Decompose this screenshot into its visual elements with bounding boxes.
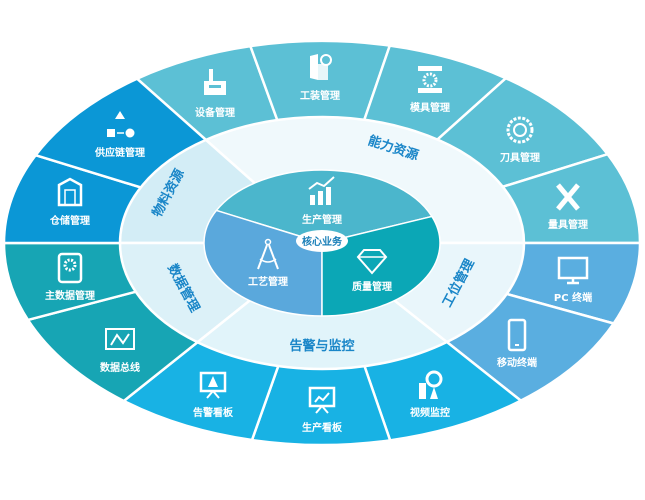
outer-item-label: PC 终端 xyxy=(554,291,592,304)
outer-item-label: 仓储管理 xyxy=(49,214,90,227)
mold-gear-icon xyxy=(418,66,442,93)
outer-item: PC 终端 xyxy=(554,256,592,304)
core-item-label: 生产管理 xyxy=(302,213,342,226)
outer-item-label: 移动终端 xyxy=(497,356,537,369)
core-item: 质量管理 xyxy=(352,249,392,293)
compass-icon xyxy=(257,238,279,270)
core-item-label: 工艺管理 xyxy=(248,275,288,288)
ruler-pencil-icon xyxy=(556,183,580,211)
outer-item-label: 生产看板 xyxy=(302,421,343,434)
outer-item: 主数据管理 xyxy=(45,252,95,302)
board-chart-icon xyxy=(308,386,336,414)
saw-blade-icon xyxy=(506,116,534,144)
outer-item: 告警看板 xyxy=(193,371,234,419)
outer-item: 量具管理 xyxy=(548,183,588,231)
outer-item-label: 数据总线 xyxy=(100,361,140,374)
hub-label: 核心业务 xyxy=(302,235,343,248)
outer-item: 仓储管理 xyxy=(49,177,90,227)
core-segment xyxy=(203,209,323,317)
outer-item-label: 告警看板 xyxy=(193,406,234,419)
fixture-shield-icon xyxy=(310,54,332,80)
core-segment xyxy=(321,215,441,317)
outer-item: 数据总线 xyxy=(100,328,140,374)
core-item: 生产管理 xyxy=(302,176,342,226)
outer-item-label: 供应链管理 xyxy=(94,146,145,159)
hub-badge xyxy=(296,230,348,252)
warehouse-icon xyxy=(57,177,83,207)
gear-drive-icon xyxy=(57,252,83,284)
outer-item: 模具管理 xyxy=(410,66,450,114)
outer-item: 生产看板 xyxy=(302,386,343,434)
growth-chart-icon xyxy=(308,176,335,205)
line-chart-icon xyxy=(105,328,135,350)
outer-item-label: 视频监控 xyxy=(410,406,450,419)
outer-item-label: 主数据管理 xyxy=(45,289,95,302)
core-segment xyxy=(215,169,433,244)
diamond-icon xyxy=(356,249,388,275)
outer-item-label: 量具管理 xyxy=(548,218,588,231)
ring-label: 告警与监控 xyxy=(289,338,354,354)
supply-chain-icon xyxy=(107,111,135,138)
outer-item: 刀具管理 xyxy=(500,116,540,164)
board-warning-icon xyxy=(199,371,227,399)
core-item-label: 质量管理 xyxy=(352,280,392,293)
factory-icon xyxy=(204,69,226,95)
outer-item: 工装管理 xyxy=(300,54,340,102)
core-item: 工艺管理 xyxy=(248,238,288,288)
outer-item-label: 工装管理 xyxy=(300,89,340,102)
camera-icon xyxy=(419,370,443,399)
core-circle xyxy=(203,169,441,317)
outer-item-label: 设备管理 xyxy=(195,106,235,119)
mobile-phone-icon xyxy=(507,318,527,352)
outer-item: 移动终端 xyxy=(497,318,537,369)
outer-item: 视频监控 xyxy=(410,370,450,419)
outer-item: 供应链管理 xyxy=(94,111,145,159)
monitor-icon xyxy=(557,256,589,285)
outer-item-label: 刀具管理 xyxy=(500,151,540,164)
outer-item-label: 模具管理 xyxy=(410,101,450,114)
outer-item: 设备管理 xyxy=(195,69,235,119)
